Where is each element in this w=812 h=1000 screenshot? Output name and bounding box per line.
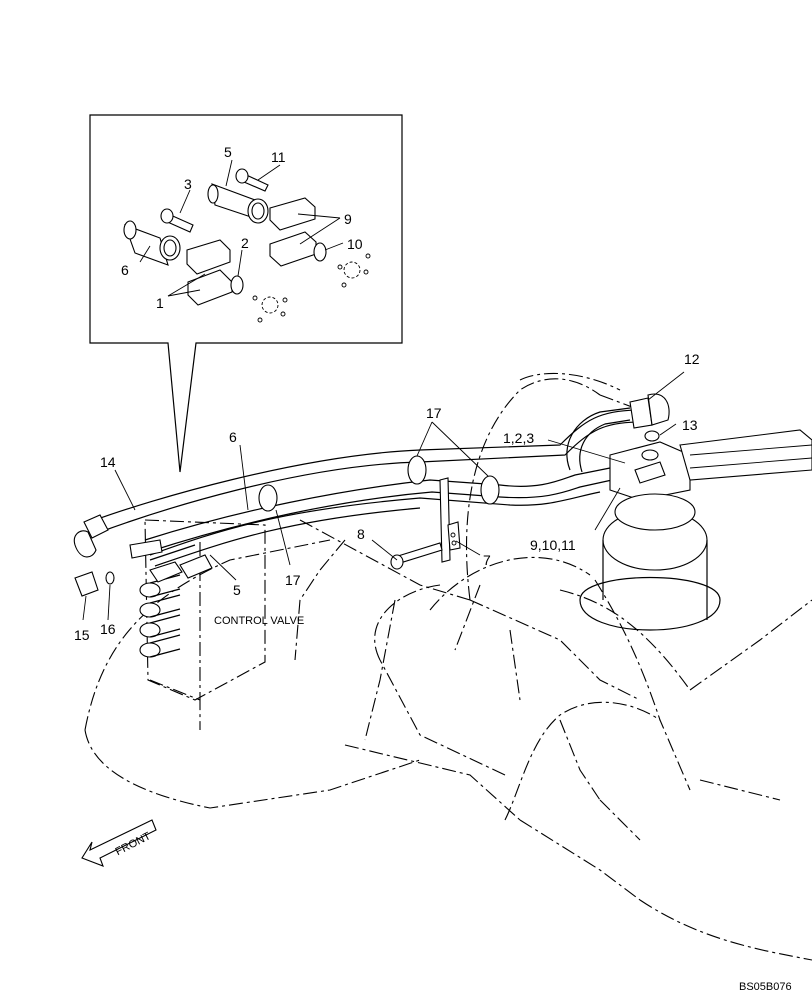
callout-6-inset: 6 bbox=[121, 262, 129, 278]
callout-15: 15 bbox=[74, 627, 90, 643]
control-valve-label: CONTROL VALVE bbox=[214, 615, 304, 627]
callout-6: 6 bbox=[229, 429, 237, 445]
callout-13: 13 bbox=[682, 417, 698, 433]
drawing-code: BS05B076 bbox=[739, 981, 792, 993]
swivel-joint bbox=[579, 429, 812, 631]
hose-assembly bbox=[73, 393, 670, 570]
callout-5-inset: 5 bbox=[224, 144, 232, 160]
callout-2: 2 bbox=[241, 235, 249, 251]
callout-7: 7 bbox=[483, 552, 491, 568]
callout-8: 8 bbox=[357, 526, 365, 542]
callout-10: 10 bbox=[347, 236, 363, 252]
front-direction-arrow: FRONT bbox=[81, 819, 157, 867]
callout-17-top: 17 bbox=[426, 405, 442, 421]
detail-inset-box bbox=[89, 114, 403, 473]
machine-outline bbox=[84, 372, 812, 961]
callout-1-2-3: 1,2,3 bbox=[503, 430, 534, 446]
valve-spool-stack bbox=[139, 574, 181, 658]
callout-16: 16 bbox=[100, 621, 116, 637]
callout-12: 12 bbox=[684, 351, 700, 367]
callout-1: 1 bbox=[156, 295, 164, 311]
callout-9-10-11: 9,10,11 bbox=[530, 537, 576, 553]
part-callouts: 5 11 3 9 2 10 6 1 12 17 13 1,2,3 6 14 8 … bbox=[74, 144, 700, 643]
control-valve bbox=[74, 519, 266, 730]
inset-leaders bbox=[139, 159, 344, 297]
callout-9: 9 bbox=[344, 211, 352, 227]
callout-3: 3 bbox=[184, 176, 192, 192]
main-leaders bbox=[82, 371, 685, 621]
callout-17: 17 bbox=[285, 572, 301, 588]
callout-5: 5 bbox=[233, 582, 241, 598]
callout-11: 11 bbox=[271, 149, 286, 165]
callout-14: 14 bbox=[100, 454, 116, 470]
inset-parts bbox=[123, 168, 371, 323]
